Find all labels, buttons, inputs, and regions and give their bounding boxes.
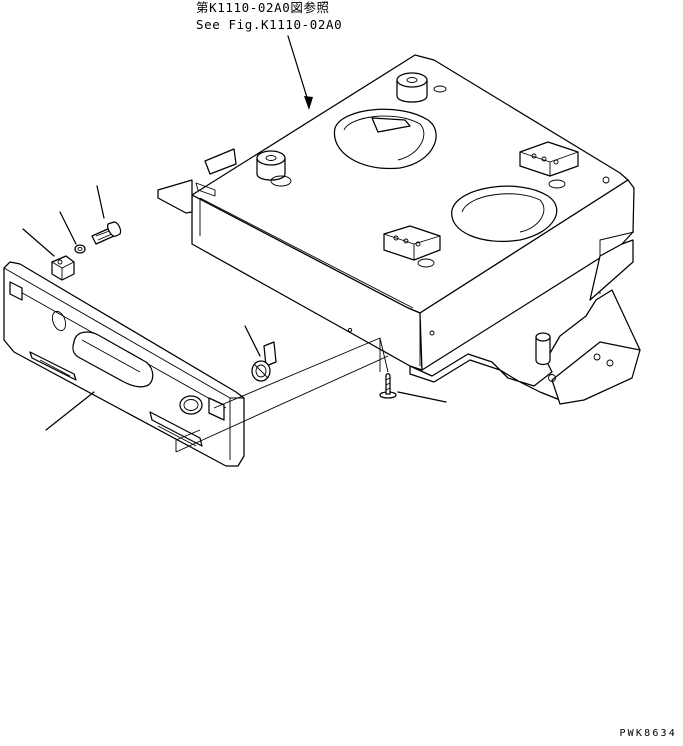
assembly-lines: [175, 337, 389, 453]
mount-boss-front: [256, 150, 292, 187]
mount-boss-rear: [396, 72, 447, 103]
front-cover: [3, 261, 245, 467]
callout-lines: [22, 185, 447, 431]
washer-callout: [59, 211, 77, 245]
bolt-callout: [96, 185, 105, 219]
reference-arrow: [287, 35, 313, 110]
reference-note-japanese: 第K1110-02A0図参照: [196, 0, 330, 15]
bracket-left: [383, 225, 441, 268]
clip: [51, 255, 75, 281]
latch-callout: [244, 325, 261, 357]
screw-callout: [397, 391, 447, 403]
bracket-right: [519, 141, 579, 189]
seat-base-frame: [157, 54, 641, 405]
washer: [74, 244, 86, 254]
drawing-code: PWK8634: [619, 728, 677, 739]
screw: [379, 373, 397, 399]
grommet-latch: [251, 341, 277, 382]
clip-callout: [22, 228, 55, 257]
bolt: [91, 221, 122, 245]
reference-note-english: See Fig.K1110-02A0: [196, 17, 343, 32]
cover-callout: [45, 391, 95, 431]
